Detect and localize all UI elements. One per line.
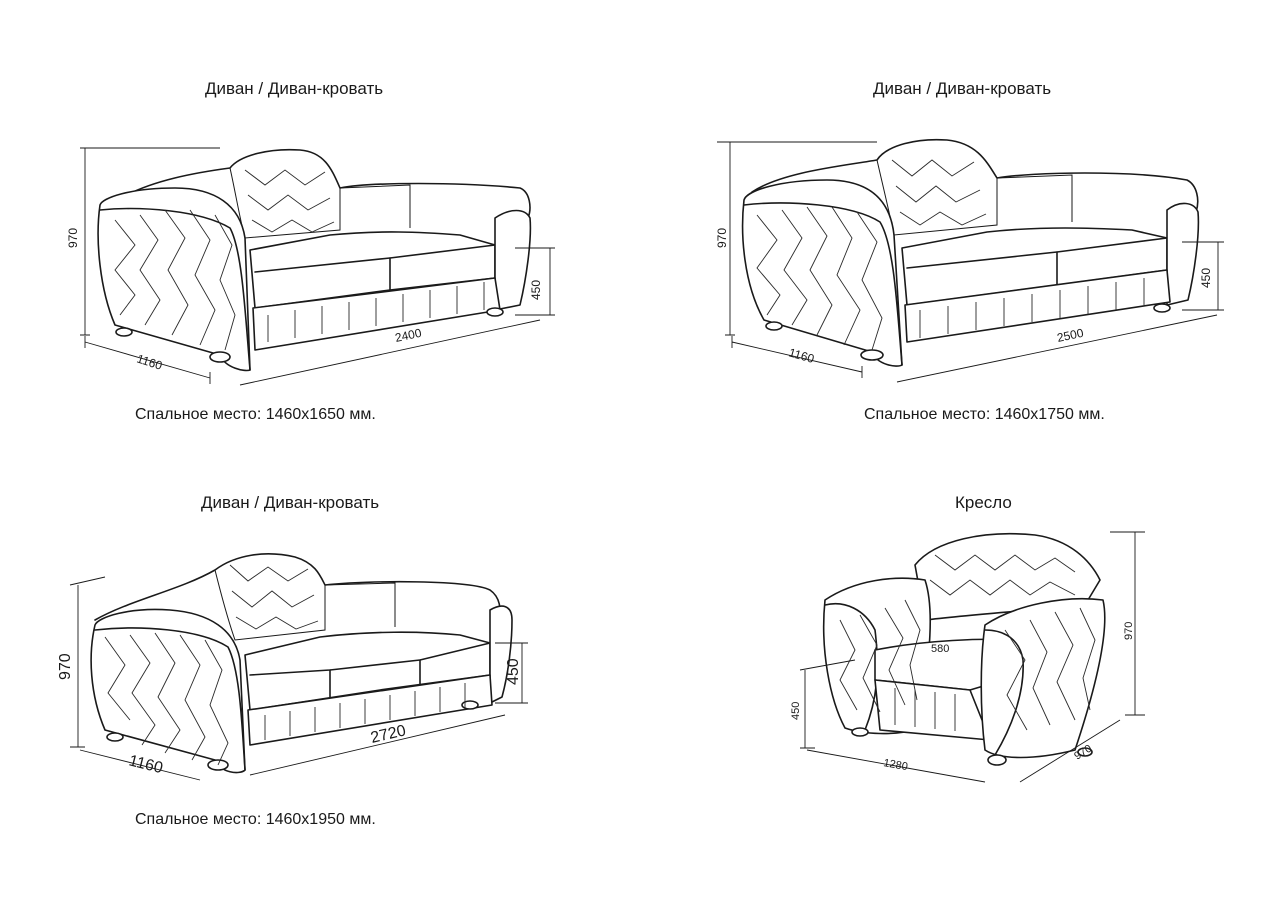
- dim-seat-height: 450: [505, 658, 522, 685]
- tufting-pattern: [104, 564, 466, 766]
- dim-height: 970: [1123, 622, 1135, 640]
- armchair-outline: [822, 532, 1106, 766]
- sofa-outline: [741, 138, 1200, 367]
- panel-3-caption: Спальное место: 1460х1950 мм.: [135, 811, 376, 828]
- sofa-outline: [90, 553, 513, 774]
- panel-1-title: Диван / Диван-кровать: [205, 79, 384, 98]
- dimension-lines: [799, 531, 1145, 783]
- dim-width: 1280: [882, 757, 908, 773]
- dimension-lines: [69, 576, 528, 781]
- dim-width: 2500: [1056, 326, 1085, 345]
- dim-seat-height: 450: [790, 702, 802, 720]
- dim-seat-height: 450: [1199, 268, 1213, 288]
- panel-4-title: Кресло: [955, 493, 1012, 512]
- tufting-pattern: [756, 159, 1145, 351]
- tufting-pattern: [114, 169, 485, 351]
- sofa-drawing-2400: 970 450 1160 2400: [66, 147, 555, 386]
- dim-height: 970: [715, 228, 729, 248]
- dim-depth: 1160: [127, 752, 165, 777]
- dim-seat-depth: 580: [931, 643, 949, 655]
- dim-height: 970: [66, 228, 80, 248]
- dim-seat-height: 450: [529, 280, 543, 300]
- dim-width: 2720: [369, 722, 408, 747]
- dim-depth: 1160: [135, 352, 164, 373]
- armchair-drawing: 970 450 580 1280 970: [790, 531, 1145, 783]
- dim-width: 2400: [394, 326, 423, 345]
- dimension-lines: [717, 141, 1224, 383]
- panel-2-title: Диван / Диван-кровать: [873, 79, 1052, 98]
- sofa-drawing-2500: 970 450 1160 2500: [715, 138, 1224, 383]
- panel-1-caption: Спальное место: 1460х1650 мм.: [135, 406, 376, 423]
- dim-depth: 1160: [787, 345, 816, 366]
- dimension-lines: [80, 147, 555, 386]
- panel-2-caption: Спальное место: 1460х1750 мм.: [864, 406, 1105, 423]
- sofa-outline: [97, 148, 532, 372]
- dim-height: 970: [57, 653, 74, 680]
- panel-3-title: Диван / Диван-кровать: [201, 493, 380, 512]
- sofa-drawing-2720: 970 450 1160 2720: [57, 553, 528, 781]
- tufting-pattern: [839, 554, 1096, 731]
